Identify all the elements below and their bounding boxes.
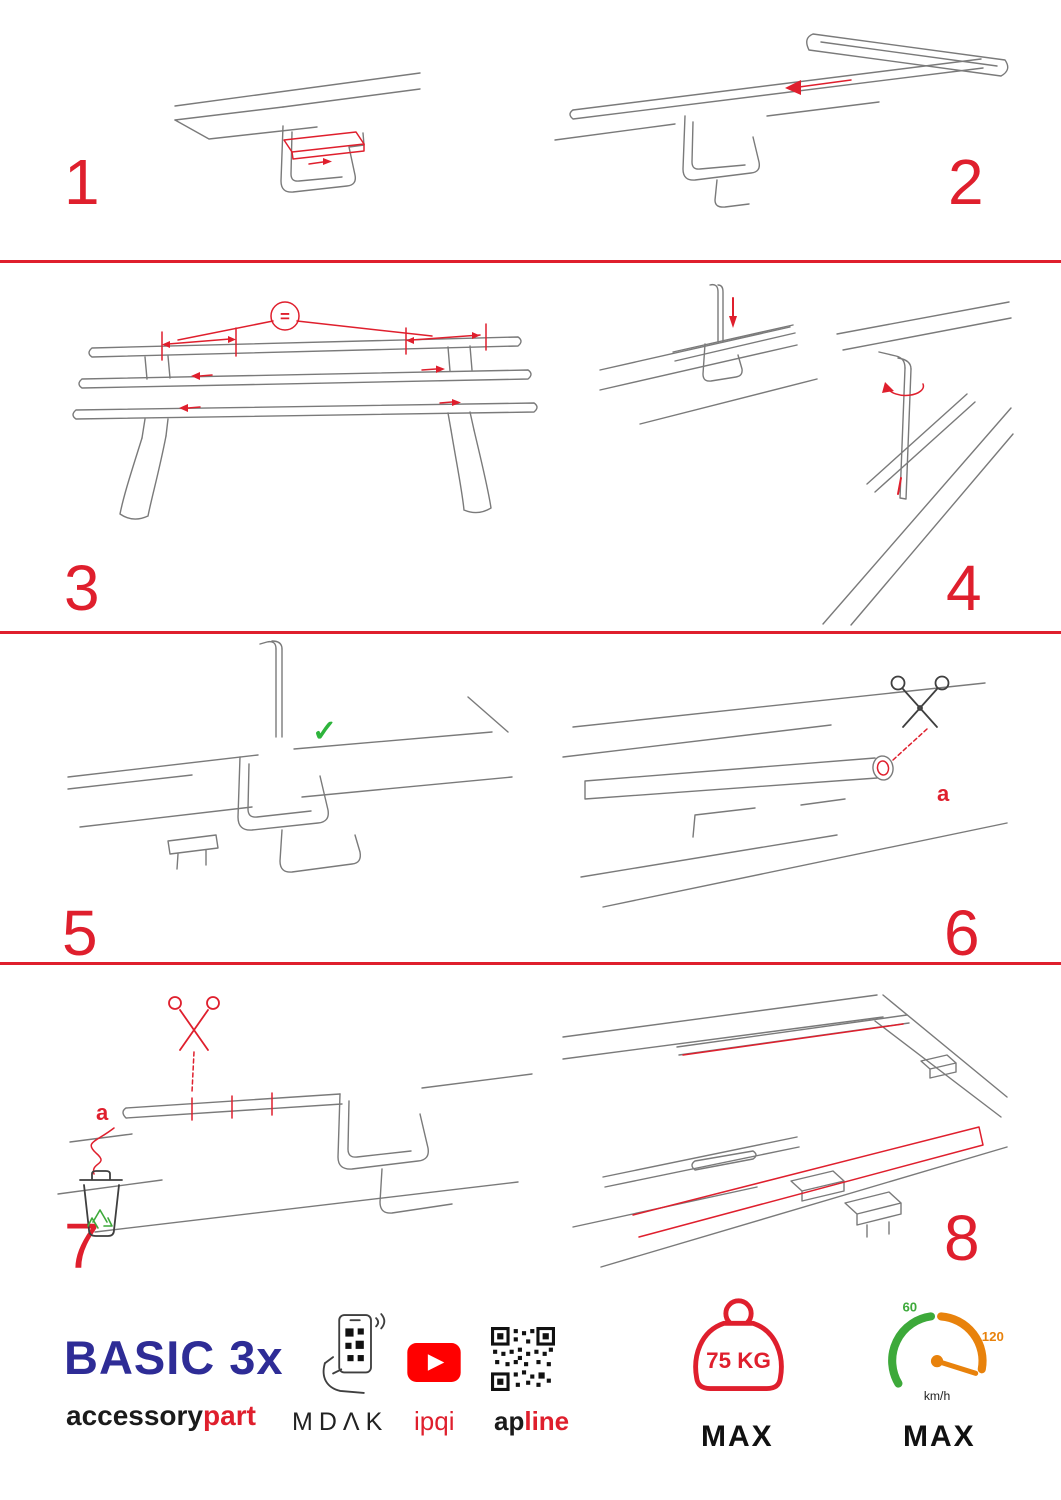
equal-spacing-label: = [280,307,290,326]
crossbars-lines [72,336,538,520]
adjust-arrow [436,365,445,373]
step-5-number: 5 [62,897,98,969]
section-divider [0,631,1061,634]
phone-outline [322,1313,386,1394]
rail-and-clamp-lines [554,33,1009,208]
ipqi-logo: ipqi [414,1406,455,1436]
mdak-logo: MDΛK [292,1408,389,1436]
cut-section-highlight [876,760,890,776]
youtube-icon [407,1343,461,1382]
speedometer-needle [934,1358,979,1376]
step7-illustration: a [57,996,533,1237]
bar-cut-lines [562,682,1008,908]
step-4-number: 4 [946,552,982,624]
step2-illustration [554,33,1009,208]
brand-wordmark: accessorypart [66,1400,256,1432]
brand-accessory: accessory [66,1400,204,1431]
phone-qr-icon [322,1313,386,1394]
clamp-installed-lines [67,640,513,873]
phone-qr-pattern [345,1328,364,1362]
step5-illustration: ✓ [67,640,513,873]
qr-code-icon [491,1327,555,1391]
step-3-number: 3 [64,552,100,624]
step-8-number: 8 [944,1202,980,1274]
section-divider [0,260,1061,263]
trash-icon [79,1170,123,1237]
check-icon: ✓ [312,715,337,748]
qr-finder-squares [491,1327,555,1391]
step-1-number: 1 [64,146,100,218]
apline-line: line [524,1406,570,1436]
product-name: BASIC 3x [64,1331,284,1384]
speed-unit-label: km/h [924,1389,950,1403]
speed-120-label: 120 [982,1329,1004,1344]
weight-icon: 75 KG [693,1298,784,1391]
section-divider [0,962,1061,965]
adjust-arrow [191,372,200,380]
dim-arrow [406,337,414,344]
speed-max-label: MAX [903,1420,976,1453]
dim-arrow [472,332,480,339]
speedometer-green-arc [888,1312,935,1388]
cut-guide-line [892,728,928,761]
apline-ap: ap [494,1406,525,1436]
step-7-number: 7 [64,1210,100,1282]
speedometer-hub [930,1355,944,1368]
weight-value: 75 KG [706,1348,771,1373]
speed-60-label: 60 [902,1299,917,1314]
step-6-number: 6 [944,897,980,969]
cut-marks [90,1051,273,1175]
insert-arrow [323,158,332,165]
step1-illustration [174,72,421,193]
weight-max-label: MAX [701,1420,774,1453]
door-frame-lines [174,72,421,193]
step3-illustration: = [72,301,538,520]
cut-length-label: a [96,1100,109,1125]
rotate-arrow-head [882,382,894,393]
speedometer-orange-arc [937,1312,987,1374]
recycle-icon [87,1209,113,1229]
adjust-arrow [179,404,188,412]
step-2-number: 2 [948,146,984,218]
roof-rails-lines [562,994,1008,1268]
cut-length-label: a [937,781,950,806]
alignment-guide-lines [632,1023,984,1238]
weight-body [693,1320,784,1391]
dim-arrow [228,336,236,343]
speedometer-icon: 60 120 km/h [888,1299,1004,1403]
step6-illustration: a [562,675,1008,908]
strip-and-clamp-lines [57,1073,533,1233]
tighten-marks [732,297,925,495]
roof-and-tool-lines [599,283,1014,626]
brand-part: part [203,1400,256,1431]
equal-spacing-marks [161,301,487,409]
adjust-arrow [452,399,461,406]
qr-modules [493,1329,553,1387]
apline-logo: apline [494,1406,569,1437]
slide-arrow-line [798,79,852,88]
clamp-pad-highlight [283,131,365,165]
scissors-icon [890,675,950,728]
scissors-icon [168,996,220,1051]
dim-arrow [162,341,170,348]
step8-illustration [562,994,1008,1268]
insert-down-arrow [729,316,737,328]
step4-illustration [599,283,1014,626]
slide-arrow-head [785,80,801,95]
